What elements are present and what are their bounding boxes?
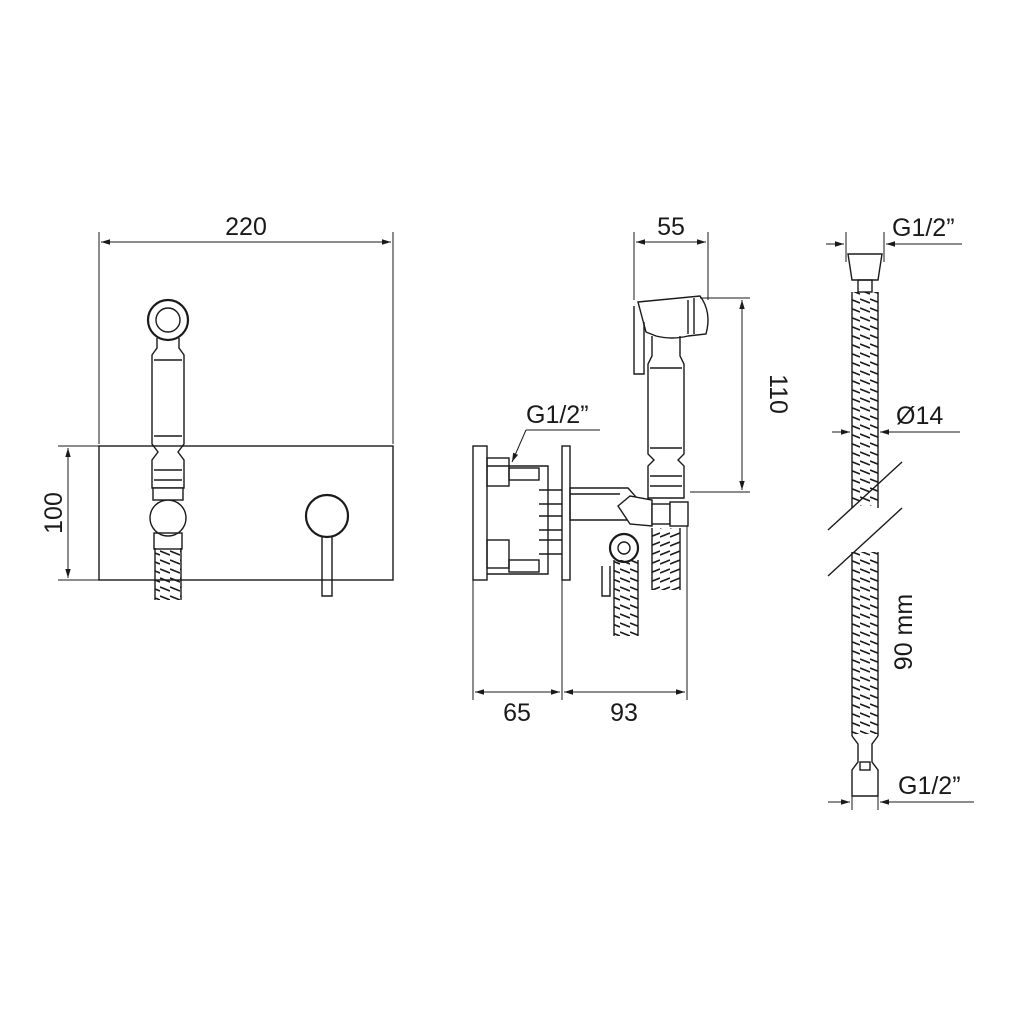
depth-dimensions: 65 93 [472,526,688,727]
hose-bottom-fitting [851,735,879,797]
hose-bottom-thread-dimension: G1/2” [828,772,974,810]
handspray-height-label: 110 [764,374,792,414]
inlet-thread-label: G1/2” [526,401,589,429]
front-view: 220 100 [40,213,394,600]
handspray-width-dimension: 55 [633,213,709,300]
side-view: 55 110 G1/2” [472,213,792,727]
hose-top-thread-label: G1/2” [892,214,955,242]
plate-edge [561,445,571,581]
outlet-elbow [569,487,689,597]
hose-side [613,528,681,636]
handspray-height-dimension: 110 [690,297,792,493]
concealed-body [472,445,562,581]
hose-diameter-label: Ø14 [896,402,943,430]
handspray-front [146,298,190,600]
hose-bottom-thread-label: G1/2” [898,772,961,800]
hose-top-thread-dimension: G1/2” [826,214,962,262]
handspray-width-label: 55 [657,213,685,241]
hose-top-nut [847,253,883,281]
mixer-handle-front [304,493,350,597]
hose-length-label: 90 mm [890,594,918,670]
width-dimension: 220 [98,213,394,444]
inlet-thread-callout: G1/2” [511,401,600,463]
hose-view: G1/2” Ø14 90 mm [826,214,974,810]
width-label: 220 [225,213,267,241]
projection-label: 93 [610,699,638,727]
wall-plate [98,445,394,581]
handspray-side [633,295,709,499]
height-label: 100 [40,492,68,534]
hose-diameter-dimension: Ø14 [832,402,960,435]
wall-depth-label: 65 [503,699,531,727]
height-dimension: 100 [40,445,99,581]
break-line [827,461,903,531]
